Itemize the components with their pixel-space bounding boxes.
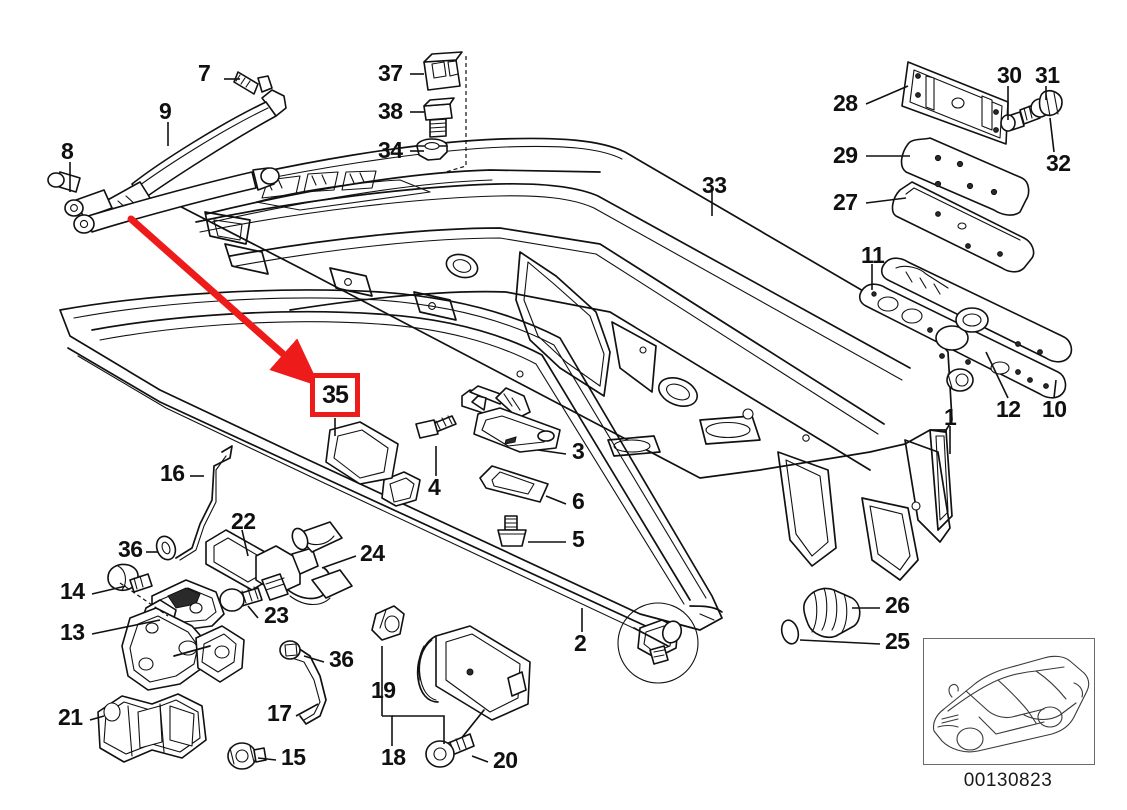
callout-38: 38: [378, 98, 403, 124]
callout-32: 32: [1046, 150, 1071, 176]
callout-14: 14: [60, 578, 85, 604]
callout-23: 23: [264, 602, 289, 628]
callout-30: 30: [997, 62, 1022, 88]
license-lamp-unit: [371, 605, 531, 768]
callout-3: 3: [572, 438, 585, 464]
callout-36-lower: 36: [329, 646, 354, 672]
vehicle-outline-icon: [932, 655, 1090, 753]
callout-15: 15: [281, 744, 306, 770]
callout-27: 27: [833, 189, 858, 215]
license-plate-holder: [891, 61, 1063, 273]
callout-37: 37: [378, 60, 403, 86]
callout-22: 22: [231, 508, 256, 534]
callout-18: 18: [381, 744, 406, 770]
leader-lines: [69, 73, 1057, 763]
callout-6: 6: [572, 488, 585, 514]
rod-17: [279, 640, 327, 725]
callout-17: 17: [267, 700, 292, 726]
callout-21: 21: [58, 704, 83, 730]
grommet-parts: [780, 587, 861, 645]
callout-2: 2: [574, 630, 587, 656]
fastener-stack-top: [416, 51, 467, 173]
callout-5: 5: [572, 526, 585, 552]
callout-10: 10: [1042, 396, 1067, 422]
callout-24: 24: [360, 540, 385, 566]
callout-36-upper: 36: [118, 536, 143, 562]
callout-31: 31: [1035, 62, 1060, 88]
trunk-lid-upper-panel: [159, 137, 953, 581]
callout-34: 34: [378, 137, 403, 163]
callout-25: 25: [885, 628, 910, 654]
rod-and-clip: [155, 445, 233, 561]
callout-1: 1: [944, 404, 957, 430]
vehicle-thumbnail: [923, 638, 1095, 765]
annotation-arrow: [127, 215, 320, 387]
lock-bracket: [97, 693, 207, 763]
callout-13: 13: [60, 619, 85, 645]
detail-inset-circle: [617, 602, 699, 684]
catalog-number: 00130823: [963, 770, 1053, 791]
callout-4: 4: [428, 474, 441, 500]
callout-16: 16: [160, 460, 185, 486]
bolt-15: [227, 742, 267, 770]
callout-28: 28: [833, 90, 858, 116]
callout-26: 26: [885, 592, 910, 618]
callout-7: 7: [198, 60, 211, 86]
callout-11: 11: [861, 242, 885, 268]
callout-9: 9: [159, 98, 172, 124]
callout-12: 12: [996, 396, 1021, 422]
handle-trim-parts: [858, 257, 1073, 399]
latch-mechanism: [107, 563, 245, 691]
callout-19: 19: [371, 677, 396, 703]
callout-20: 20: [493, 747, 518, 773]
trunk-lid-inner-frame: [59, 289, 723, 635]
callout-8: 8: [61, 138, 74, 164]
highlighted-callout-35[interactable]: 35: [310, 373, 360, 417]
lock-actuator: [205, 521, 353, 612]
callout-29: 29: [833, 142, 858, 168]
lock-striker-parts: [325, 385, 561, 547]
callout-33: 33: [702, 172, 727, 198]
gas-strut-assembly: [47, 71, 287, 234]
